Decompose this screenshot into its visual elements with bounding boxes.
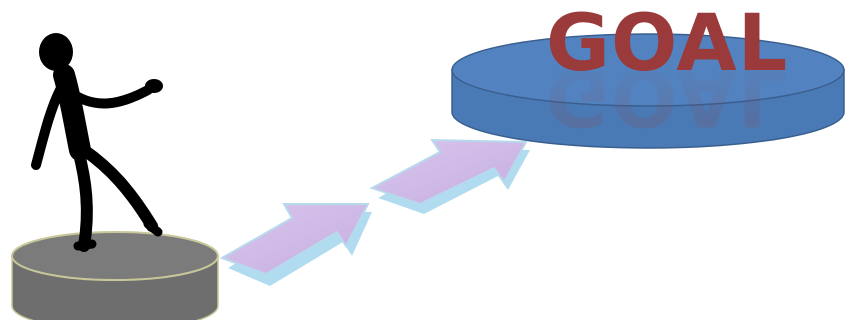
start-platform bbox=[12, 232, 218, 320]
step-arrow-2 bbox=[372, 140, 530, 214]
stick-figure-icon bbox=[36, 33, 163, 246]
goal-label-reflection: GOAL bbox=[546, 51, 788, 141]
step-arrow-1 bbox=[222, 204, 372, 286]
goal-label-group: GOAL GOAL bbox=[546, 0, 788, 141]
